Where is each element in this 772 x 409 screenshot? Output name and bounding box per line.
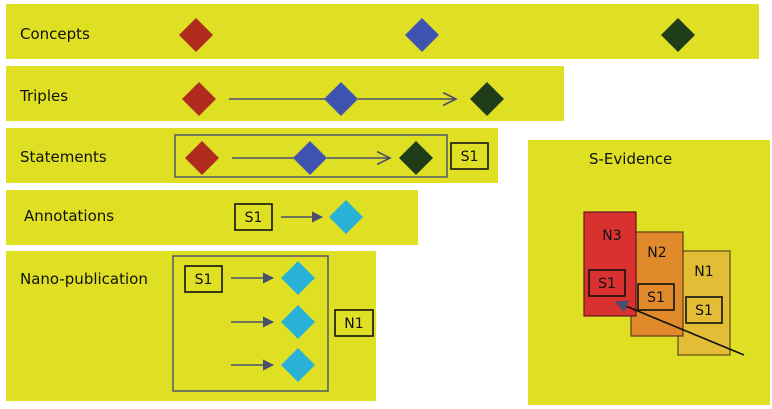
statement-id-text: S1 xyxy=(647,290,665,306)
annotation-diamond xyxy=(281,305,315,339)
nanopublication-label: Nano-publication xyxy=(20,270,148,288)
statement-id-box xyxy=(637,283,675,311)
predicate-diamond xyxy=(324,82,358,116)
statement-id-text: S1 xyxy=(461,149,479,165)
statement-box xyxy=(174,134,448,178)
annotation-diamond xyxy=(329,200,363,234)
nanopublication-id-text: N1 xyxy=(344,316,363,332)
statement-id-box xyxy=(234,203,273,231)
annotations-label: Annotations xyxy=(24,207,115,225)
statements-label: Statements xyxy=(20,148,107,166)
predicate-diamond xyxy=(405,18,439,52)
nanopublication-id-box xyxy=(334,309,374,337)
evidence-arrow xyxy=(614,300,745,356)
nanopublication-card-n2-label: N2 xyxy=(647,245,666,261)
predicate-diamond xyxy=(293,141,327,175)
triples-label: Triples xyxy=(20,87,69,105)
statement-id-box xyxy=(450,142,489,170)
annotation-diamond xyxy=(281,348,315,382)
nanopublication-card-n3 xyxy=(583,211,637,317)
statement-id-box xyxy=(588,269,626,297)
statement-id-text: S1 xyxy=(598,276,616,292)
statement-id-text: S1 xyxy=(695,303,713,319)
nanopublication-box xyxy=(172,255,329,392)
annotation-diamond xyxy=(281,261,315,295)
nanopublication-card-n1-label: N1 xyxy=(694,264,713,280)
nanopublication-band xyxy=(6,251,376,401)
triples-band xyxy=(6,66,564,121)
subject-diamond xyxy=(185,141,219,175)
object-diamond xyxy=(661,18,695,52)
object-diamond xyxy=(470,82,504,116)
statement-id-box xyxy=(184,265,223,293)
statement-id-text: S1 xyxy=(245,210,263,226)
statement-id-text: S1 xyxy=(195,272,213,288)
concepts-label: Concepts xyxy=(20,25,90,43)
concepts-band xyxy=(6,4,759,59)
statement-id-box xyxy=(685,296,723,324)
s-evidence-title: S-Evidence xyxy=(589,150,673,168)
nanopublication-card-n3-label: N3 xyxy=(602,228,621,244)
subject-diamond xyxy=(179,18,213,52)
object-diamond xyxy=(399,141,433,175)
subject-diamond xyxy=(182,82,216,116)
